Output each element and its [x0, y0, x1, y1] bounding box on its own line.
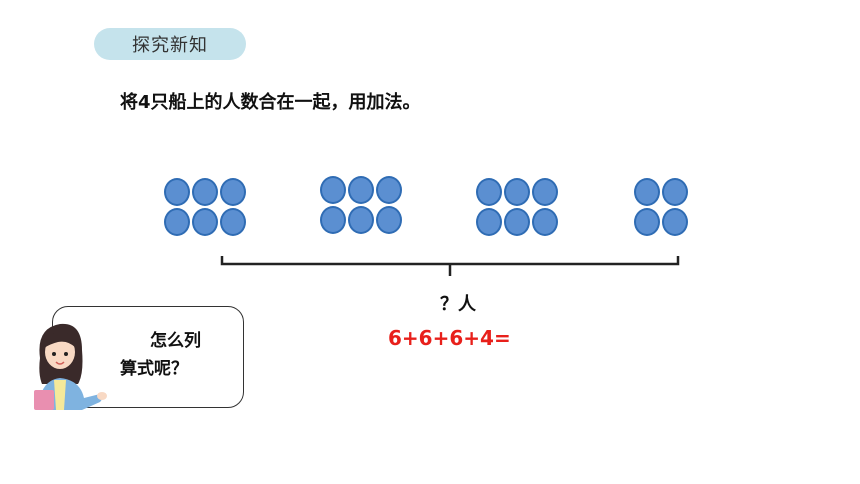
- person-dot: [504, 178, 530, 206]
- person-dot: [164, 178, 190, 206]
- person-dot: [662, 208, 688, 236]
- person-dot: [634, 208, 660, 236]
- boat-group-1: [164, 178, 246, 236]
- total-unknown-label: ？人: [440, 294, 476, 315]
- equation: 6+6+6+4=: [388, 326, 511, 350]
- person-dot: [662, 178, 688, 206]
- boat-group-3: [476, 178, 558, 236]
- boat-group-2: [320, 176, 402, 234]
- section-tag: 探究新知: [94, 28, 246, 60]
- speech-bubble-line-2: 算式呢？: [120, 359, 188, 379]
- person-dot: [192, 178, 218, 206]
- person-dot: [504, 208, 530, 236]
- speech-bubble: [52, 306, 244, 408]
- person-dot: [220, 178, 246, 206]
- person-dot: [320, 206, 346, 234]
- question-text: 将4只船上的人数合在一起，用加法。: [120, 92, 421, 113]
- person-dot: [192, 208, 218, 236]
- person-dot: [532, 178, 558, 206]
- person-dot: [320, 176, 346, 204]
- boat-group-4: [634, 178, 688, 236]
- person-dot: [376, 206, 402, 234]
- person-dot: [634, 178, 660, 206]
- person-dot: [476, 208, 502, 236]
- person-dot: [348, 206, 374, 234]
- person-dot: [220, 208, 246, 236]
- person-dot: [164, 208, 190, 236]
- person-dot: [376, 176, 402, 204]
- person-dot: [348, 176, 374, 204]
- person-dot: [476, 178, 502, 206]
- teacher-illustration: [34, 323, 107, 410]
- speech-bubble-line-1: 怎么列: [150, 331, 201, 351]
- person-dot: [532, 208, 558, 236]
